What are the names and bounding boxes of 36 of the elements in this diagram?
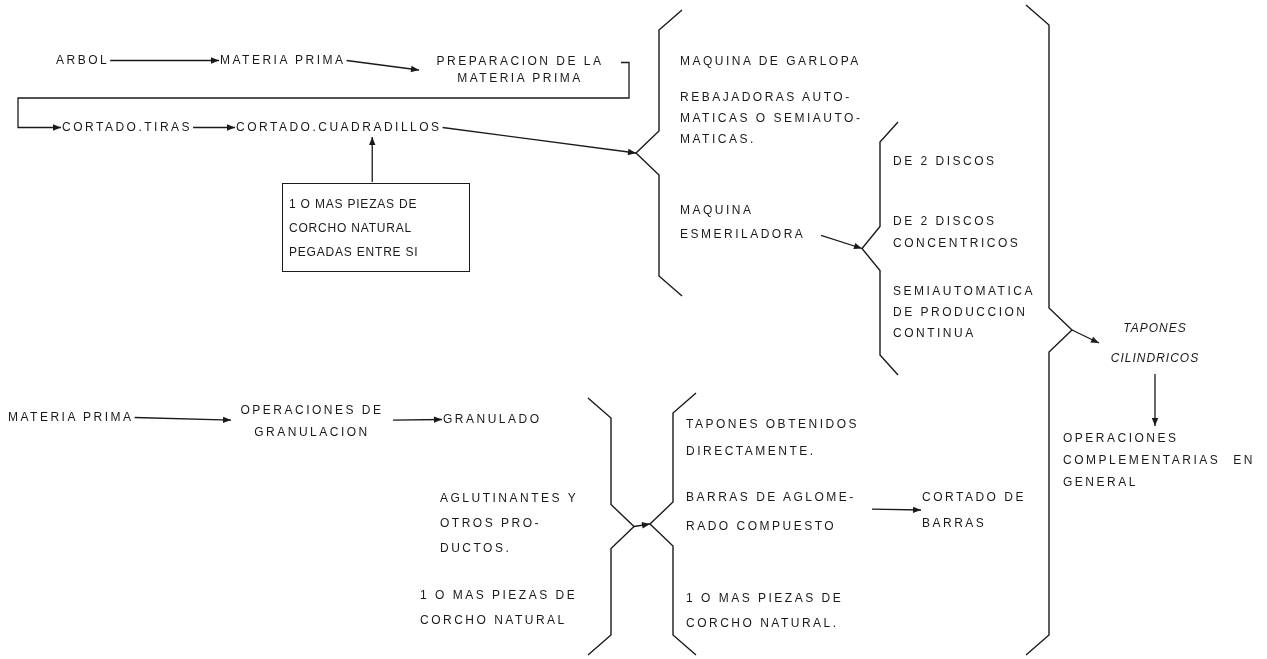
step-label: MATERIA PRIMA bbox=[220, 52, 346, 69]
arrow bbox=[17, 61, 630, 131]
step-label: MATERIA PRIMA bbox=[8, 409, 134, 426]
step-label: OPERACIONES COMPLEMENTARIAS EN GENERAL bbox=[1063, 427, 1255, 493]
arrow bbox=[192, 124, 236, 131]
step-label: ARBOL bbox=[56, 52, 110, 69]
arrow bbox=[633, 522, 651, 529]
step-label: BARRAS DE AGLOME- RADO COMPUESTO bbox=[686, 483, 871, 541]
step-label: OPERACIONES DE GRANULACION bbox=[232, 399, 392, 443]
arrow bbox=[369, 136, 376, 183]
step-label: SEMIAUTOMATICA DE PRODUCCION CONTINUA bbox=[893, 281, 1043, 344]
arrow bbox=[1071, 329, 1100, 344]
step-label: TAPONES CILINDRICOS bbox=[1100, 313, 1210, 373]
step-label: DE 2 DISCOS bbox=[893, 153, 997, 170]
step-label: REBAJADORAS AUTO- MATICAS O SEMIAUTO- MATICAS. bbox=[680, 87, 872, 150]
step-label: 1 O MAS PIEZAS DE CORCHO NATURAL bbox=[420, 583, 605, 633]
step-label: PREPARACION DE LA MATERIA PRIMA bbox=[420, 53, 620, 87]
arrow bbox=[441, 126, 637, 156]
step-label: CORTADO.TIRAS bbox=[62, 119, 193, 136]
step-label: AGLUTINANTES Y OTROS PRO- DUCTOS. bbox=[440, 486, 580, 561]
arrow bbox=[134, 416, 232, 424]
arrow bbox=[820, 234, 863, 250]
step-label: DE 2 DISCOS CONCENTRICOS bbox=[893, 210, 1033, 254]
arrow bbox=[392, 416, 443, 423]
step-label: GRANULADO bbox=[443, 411, 542, 428]
step-label: CORTADO DE BARRAS bbox=[922, 484, 1042, 536]
step-label: TAPONES OBTENIDOS DIRECTAMENTE. bbox=[686, 411, 871, 465]
arrow bbox=[1151, 373, 1159, 427]
step-label: MAQUINA ESMERILADORA bbox=[680, 198, 820, 246]
arrow bbox=[871, 506, 922, 514]
step-label: 1 O MAS PIEZAS DE CORCHO NATURAL. bbox=[686, 586, 871, 636]
step-label: MAQUINA DE GARLOPA bbox=[680, 53, 861, 70]
step-label: CORTADO.CUADRADILLOS bbox=[236, 119, 442, 136]
arrow bbox=[109, 57, 220, 64]
process-box: 1 O MAS PIEZAS DE CORCHO NATURAL PEGADAS ENTRE SI bbox=[282, 183, 470, 272]
arrow bbox=[346, 59, 420, 73]
